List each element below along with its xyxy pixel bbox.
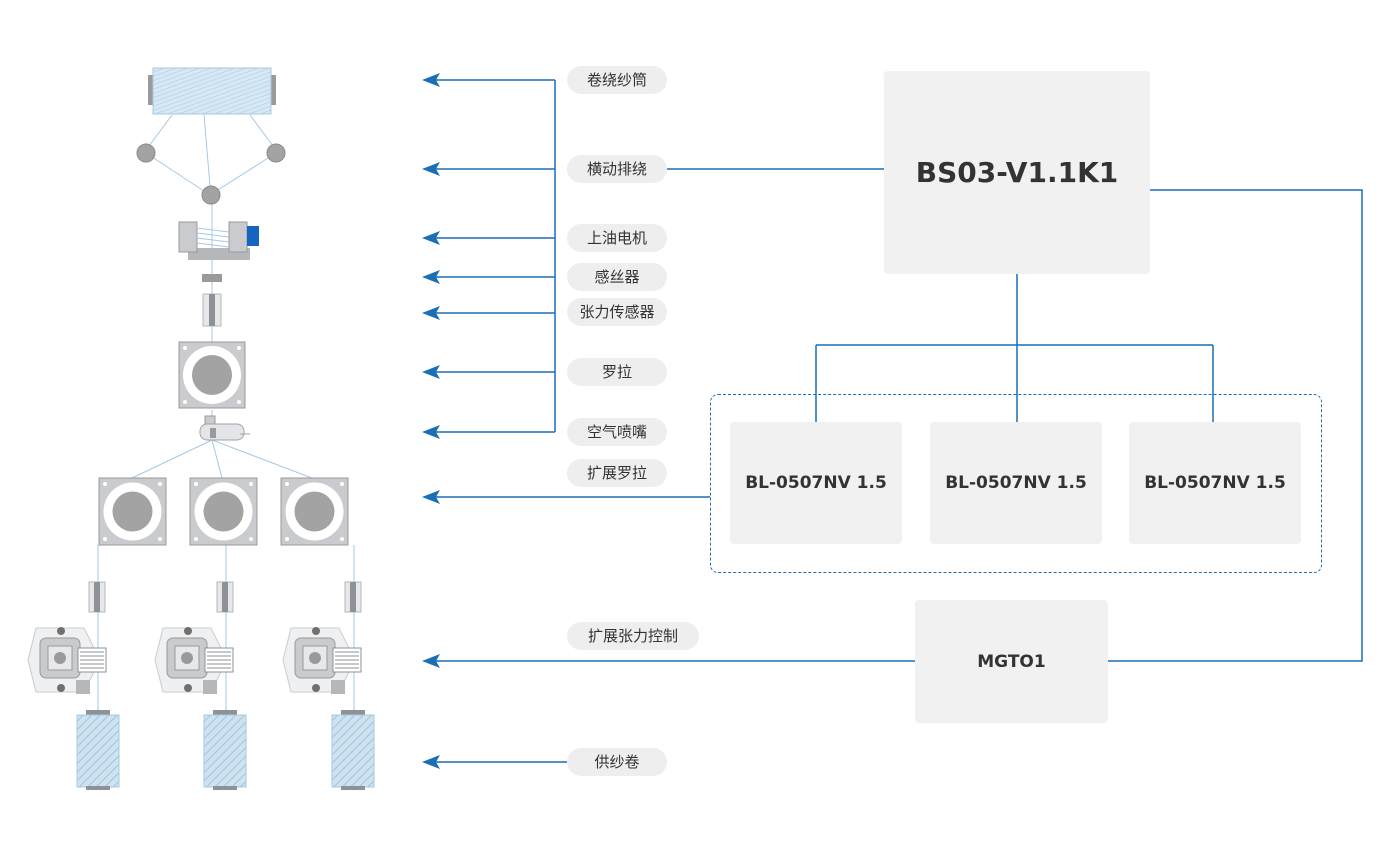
- tension-controller-icon: [27, 627, 107, 694]
- label-air-nozzle: 空气喷嘴: [567, 418, 667, 446]
- drive-box-3: BL-0507NV 1.5: [1129, 422, 1301, 544]
- label-godet: 罗拉: [567, 358, 667, 386]
- lower-tension-sensors: [88, 581, 362, 613]
- arrow-left-icon: [422, 270, 440, 284]
- arrow-left-icon: [422, 755, 440, 769]
- label-winding-drum: 卷绕纱筒: [567, 66, 667, 94]
- label-yarn-sensor: 感丝器: [567, 263, 667, 291]
- drive-box-2: BL-0507NV 1.5: [930, 422, 1102, 544]
- godet-roller-icon: [178, 341, 246, 409]
- tension-sensor-icon: [88, 581, 106, 613]
- label-ext-tension: 扩展张力控制: [567, 622, 699, 650]
- air-nozzle-icon: [199, 415, 250, 441]
- arrow-left-icon: [422, 73, 440, 87]
- ext-godet-group: [98, 477, 349, 546]
- yarn-drum-icon: [148, 67, 276, 115]
- godet-roller-icon: [189, 477, 258, 546]
- supply-bobbin-group: [76, 710, 375, 790]
- main-controller-box: BS03-V1.1K1: [884, 71, 1150, 274]
- drive-label-2: BL-0507NV 1.5: [945, 473, 1087, 493]
- arrow-left-icon: [422, 365, 440, 379]
- connector-lines: [430, 80, 1363, 763]
- arrow-left-icon: [422, 654, 440, 668]
- tension-sensor-icon: [344, 581, 362, 613]
- arrow-left-icon: [422, 231, 440, 245]
- tension-controller-icon: [154, 627, 234, 694]
- label-tension-sensor: 张力传感器: [567, 298, 667, 326]
- supply-bobbin-icon: [76, 710, 120, 790]
- supply-bobbin-icon: [203, 710, 247, 790]
- label-ext-godet: 扩展罗拉: [567, 459, 667, 487]
- arrow-group: [422, 73, 555, 769]
- tension-sensor-icon: [202, 293, 222, 327]
- supply-bobbin-icon: [331, 710, 375, 790]
- drive-label-3: BL-0507NV 1.5: [1144, 473, 1286, 493]
- label-oiling-motor: 上油电机: [567, 224, 667, 252]
- tension-controller-label: MGTO1: [977, 651, 1046, 672]
- arrow-left-icon: [422, 425, 440, 439]
- godet-roller-icon: [280, 477, 349, 546]
- godet-roller-icon: [98, 477, 167, 546]
- tension-controller-group: [27, 627, 362, 694]
- arrow-left-icon: [422, 306, 440, 320]
- label-supply-bobbin: 供纱卷: [567, 748, 667, 776]
- arrow-left-icon: [422, 490, 440, 504]
- arrow-left-icon: [422, 162, 440, 176]
- tension-controller-icon: [282, 627, 362, 694]
- pulley-icon: [136, 143, 286, 205]
- drive-label-1: BL-0507NV 1.5: [745, 473, 887, 493]
- tension-controller-box: MGTO1: [915, 600, 1108, 723]
- tension-sensor-icon: [216, 581, 234, 613]
- main-controller-label: BS03-V1.1K1: [915, 156, 1119, 189]
- oiling-motor-icon: [178, 221, 259, 260]
- drive-group-frame: [710, 394, 1322, 573]
- yarn-path: [97, 114, 355, 710]
- yarn-sensor-icon: [202, 274, 222, 282]
- drive-box-1: BL-0507NV 1.5: [730, 422, 902, 544]
- label-traverse: 横动排绕: [567, 155, 667, 183]
